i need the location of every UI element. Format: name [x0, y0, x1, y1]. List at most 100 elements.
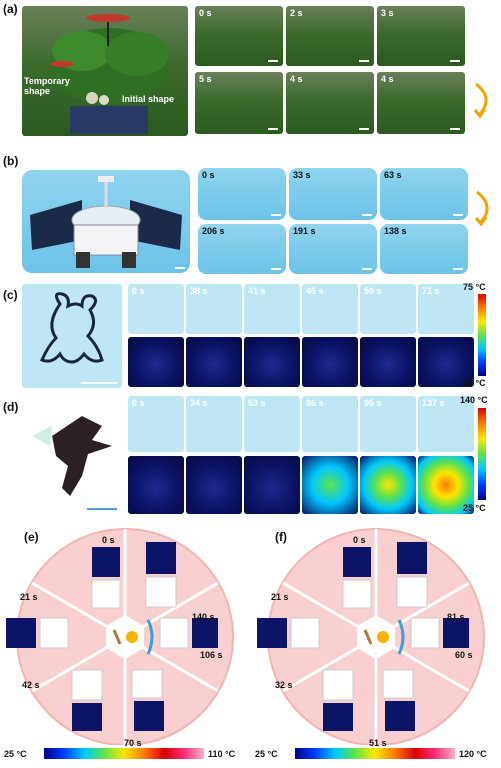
panel-a-label: (a) — [3, 2, 18, 16]
frame-b-4: 206 s — [198, 224, 286, 274]
bonsai-photo: Temporary shape Initial shape — [22, 6, 188, 136]
frame-d-2: 34 s — [186, 396, 242, 452]
time-label: 0 s — [353, 535, 366, 545]
frame-a-3: 3 s — [377, 6, 465, 66]
time-label: 21 s — [271, 592, 289, 602]
time-label: 95 s — [364, 398, 382, 408]
time-label: 2 s — [290, 8, 303, 18]
frame-c-5: 50 s — [360, 284, 416, 334]
time-label: 32 s — [275, 680, 293, 690]
scale-bar — [175, 267, 185, 269]
scale-bar — [271, 214, 281, 216]
curved-arrow-icon — [474, 190, 489, 227]
panel-e-label: (e) — [24, 530, 39, 544]
time-label: 41 s — [248, 286, 266, 296]
panel-d-label: (d) — [3, 400, 19, 414]
time-label: 0 s — [199, 8, 212, 18]
time-label: 3 s — [381, 8, 394, 18]
frame-c-2: 38 s — [186, 284, 242, 334]
thermal-d-4 — [302, 456, 358, 514]
thermal-d-3 — [244, 456, 300, 514]
scale-bar — [362, 268, 372, 270]
wheel-e — [6, 528, 234, 745]
panel-a: (a) Temporary shape Initial shape 0 s 2 … — [0, 0, 501, 140]
panel-d: (d) 0 s 34 s 53 s 86 s 95 s 137 s 140 °C… — [0, 392, 501, 520]
thermal-d-5 — [360, 456, 416, 514]
thermal-c-1 — [128, 337, 184, 387]
time-label: 0 s — [132, 398, 145, 408]
time-label: 33 s — [293, 170, 311, 180]
rover-photo — [22, 170, 190, 273]
scale-bar — [268, 60, 278, 62]
colorbar-d-min: 25 °C — [463, 503, 486, 513]
colorbar-c-max: 75 °C — [463, 282, 486, 292]
dragon-shape-icon — [32, 416, 112, 496]
frame-c-4: 45 s — [302, 284, 358, 334]
time-label: 5 s — [199, 74, 212, 84]
scale-bar — [453, 214, 463, 216]
rover-illustration — [30, 176, 182, 268]
thermal-d-2 — [186, 456, 242, 514]
time-label: 4 s — [290, 74, 303, 84]
time-label: 60 s — [455, 650, 473, 660]
frame-b-2: 33 s — [289, 168, 377, 220]
scale-bar — [87, 508, 117, 510]
time-label: 42 s — [22, 680, 40, 690]
frog-photo — [22, 284, 122, 388]
time-label: 34 s — [190, 398, 208, 408]
colorbar-e-min: 25 °C — [4, 749, 27, 759]
colorbar-e — [44, 748, 204, 759]
colorbar-f-max: 120 °C — [459, 749, 487, 759]
panel-b: (b) 0 s 33 s 63 s 206 s 191 s 138 s — [0, 140, 501, 275]
panel-f: (f) 0 s 81 s 60 s 51 s 32 s 21 s 25 °C — [251, 520, 501, 768]
colorbar-c-min: 25 °C — [463, 378, 486, 388]
colorbar-c — [478, 294, 486, 376]
thermal-c-4 — [302, 337, 358, 387]
thermal-c-6 — [418, 337, 474, 387]
time-label: 4 s — [381, 74, 394, 84]
time-label: 21 s — [20, 592, 38, 602]
frame-b-6: 138 s — [380, 224, 468, 274]
thermal-c-2 — [186, 337, 242, 387]
initial-shape-label: Initial shape — [122, 94, 175, 104]
curved-arrow-icon — [473, 82, 488, 119]
frame-a-1: 0 s — [195, 6, 283, 66]
scale-bar — [359, 128, 369, 130]
time-label: 53 s — [248, 398, 266, 408]
scale-bar — [450, 60, 460, 62]
bonsai-illustration — [49, 14, 169, 134]
time-label: 0 s — [132, 286, 145, 296]
thermal-d-1 — [128, 456, 184, 514]
thermal-c-5 — [360, 337, 416, 387]
time-label: 140 s — [192, 612, 215, 622]
frame-d-3: 53 s — [244, 396, 300, 452]
time-label: 50 s — [364, 286, 382, 296]
frame-a-2: 2 s — [286, 6, 374, 66]
thermal-c-3 — [244, 337, 300, 387]
panel-f-label: (f) — [275, 530, 287, 544]
time-label: 206 s — [202, 226, 225, 236]
thermal-d-6 — [418, 456, 474, 514]
frame-d-6: 137 s — [418, 396, 474, 452]
frame-b-5: 191 s — [289, 224, 377, 274]
frame-a-4: 5 s — [195, 72, 283, 134]
scale-bar — [453, 268, 463, 270]
time-label: 138 s — [384, 226, 407, 236]
panel-e: (e) 0 s 140 s 106 s 70 s 42 s 21 s 25 °C — [0, 520, 250, 768]
time-label: 0 s — [202, 170, 215, 180]
frame-a-6: 4 s — [377, 72, 465, 134]
temporary-shape-label: Temporary shape — [24, 76, 70, 96]
scale-bar — [359, 60, 369, 62]
frame-a-5: 4 s — [286, 72, 374, 134]
time-label: 71 s — [422, 286, 440, 296]
time-label: 63 s — [384, 170, 402, 180]
time-label: 51 s — [369, 738, 387, 748]
colorbar-f-min: 25 °C — [255, 749, 278, 759]
time-label: 0 s — [102, 535, 115, 545]
colorbar-e-max: 110 °C — [208, 749, 236, 759]
scale-bar — [450, 128, 460, 130]
frame-d-5: 95 s — [360, 396, 416, 452]
frame-b-3: 63 s — [380, 168, 468, 220]
colorbar-f — [295, 748, 455, 759]
scale-bar — [268, 128, 278, 130]
